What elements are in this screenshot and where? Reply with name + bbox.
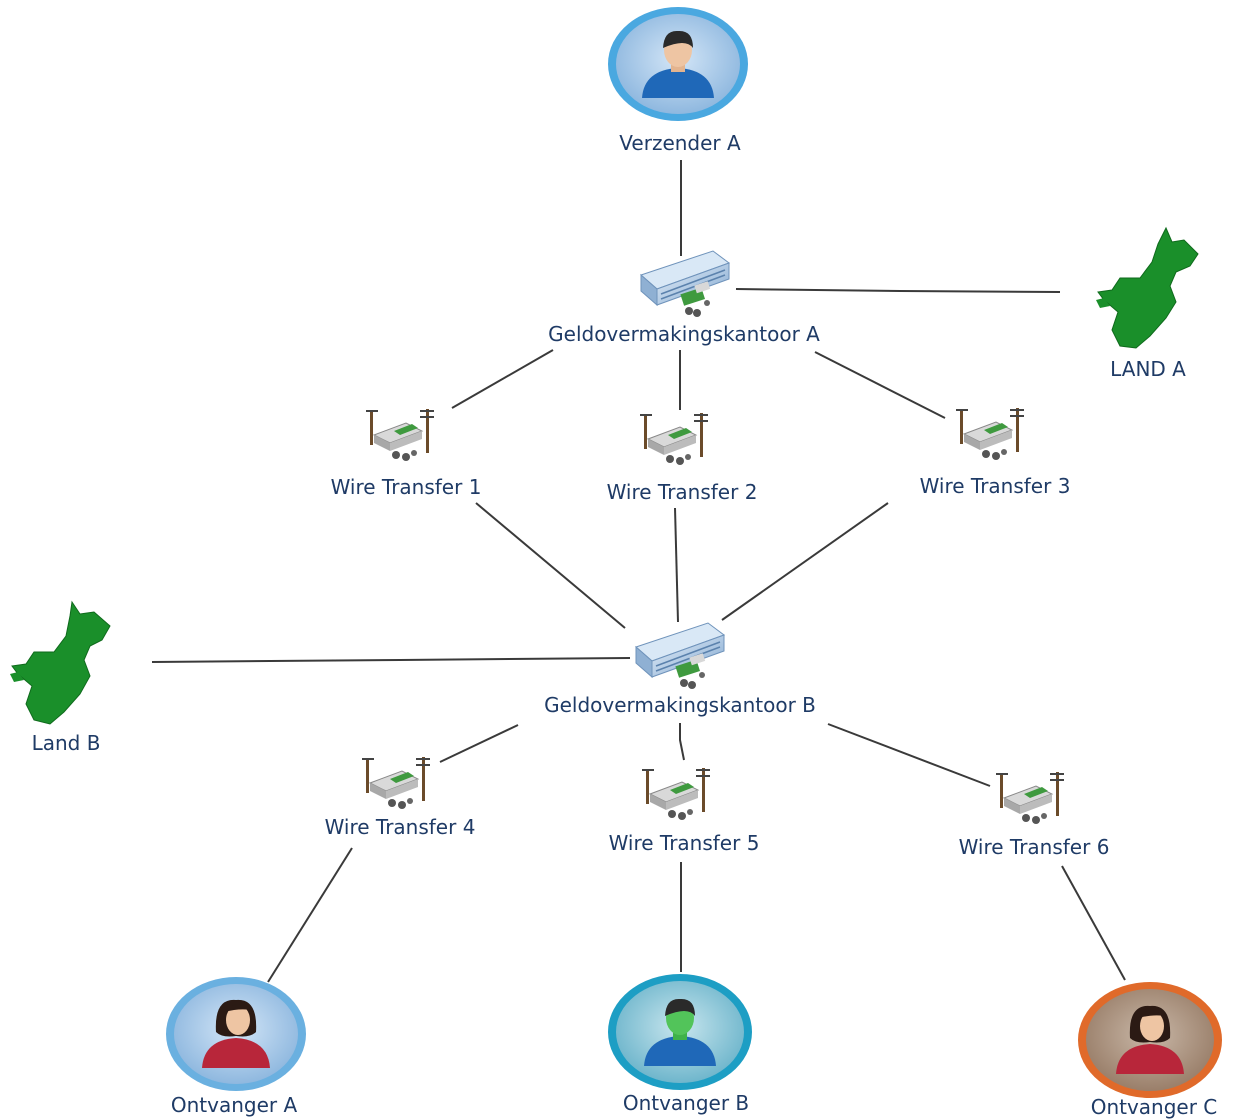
office-building-icon xyxy=(640,250,731,317)
node-land-a[interactable] xyxy=(1096,226,1199,349)
land-a-map-icon xyxy=(1097,226,1199,349)
node-office-a[interactable] xyxy=(640,250,731,317)
label-sender-a: Verzender A xyxy=(619,131,741,155)
male-person-icon xyxy=(608,974,752,1090)
male-person-icon xyxy=(608,7,748,121)
label-office-b: Geldovermakingskantoor B xyxy=(544,693,816,717)
node-wt1[interactable] xyxy=(365,408,435,462)
wire-transfer-icon xyxy=(641,767,711,821)
edge-wt6-recv-c xyxy=(1061,865,1126,981)
edges xyxy=(151,160,1126,983)
label-land-a: LAND A xyxy=(1110,357,1186,381)
wire-transfer-icon xyxy=(639,412,709,466)
land-b-island-icon xyxy=(10,672,24,682)
label-wt1: Wire Transfer 1 xyxy=(331,475,482,499)
label-wt5: Wire Transfer 5 xyxy=(609,831,760,855)
wire-transfer-icon xyxy=(365,408,435,462)
office-building-icon xyxy=(635,622,726,689)
node-recv-a[interactable] xyxy=(166,977,306,1091)
node-wt4[interactable] xyxy=(361,756,431,810)
node-recv-c[interactable] xyxy=(1078,982,1222,1098)
edge-wt2-office-b xyxy=(674,507,679,623)
label-wt3: Wire Transfer 3 xyxy=(920,474,1071,498)
edge-office-b-wt6 xyxy=(827,723,991,787)
edge-land-b-office-b xyxy=(151,657,631,663)
label-recv-b: Ontvanger B xyxy=(623,1091,749,1115)
edge-office-a-land-a xyxy=(735,288,1061,293)
edge-wt1-office-b xyxy=(475,502,626,629)
node-office-b[interactable] xyxy=(635,622,726,689)
wire-transfer-icon xyxy=(955,407,1025,461)
land-a-island-icon xyxy=(1096,298,1110,308)
label-wt6: Wire Transfer 6 xyxy=(959,835,1110,859)
label-office-a: Geldovermakingskantoor A xyxy=(548,322,820,346)
edge-wt3-office-b xyxy=(721,502,889,621)
node-wt6[interactable] xyxy=(995,771,1065,825)
node-wt5[interactable] xyxy=(641,767,711,821)
wire-transfer-icon xyxy=(361,756,431,810)
edge-office-a-wt3 xyxy=(814,351,946,419)
label-wt4: Wire Transfer 4 xyxy=(325,815,476,839)
node-recv-b[interactable] xyxy=(608,974,752,1090)
node-sender-a[interactable] xyxy=(608,7,748,121)
female-person-icon xyxy=(1078,982,1222,1098)
edge-office-b-wt4 xyxy=(439,724,519,763)
edge-office-a-wt1 xyxy=(451,349,554,409)
node-wt2[interactable] xyxy=(639,412,709,466)
edge-office-b-wt5 xyxy=(679,723,685,761)
edge-wt4-recv-a xyxy=(267,847,353,983)
label-wt2: Wire Transfer 2 xyxy=(607,480,758,504)
node-wt3[interactable] xyxy=(955,407,1025,461)
node-land-b[interactable] xyxy=(10,600,111,725)
label-land-b: Land B xyxy=(32,731,101,755)
label-recv-c: Ontvanger C xyxy=(1091,1095,1218,1119)
land-b-map-icon xyxy=(11,600,111,725)
wire-transfer-icon xyxy=(995,771,1065,825)
female-person-icon xyxy=(166,977,306,1091)
label-recv-a: Ontvanger A xyxy=(171,1093,298,1117)
